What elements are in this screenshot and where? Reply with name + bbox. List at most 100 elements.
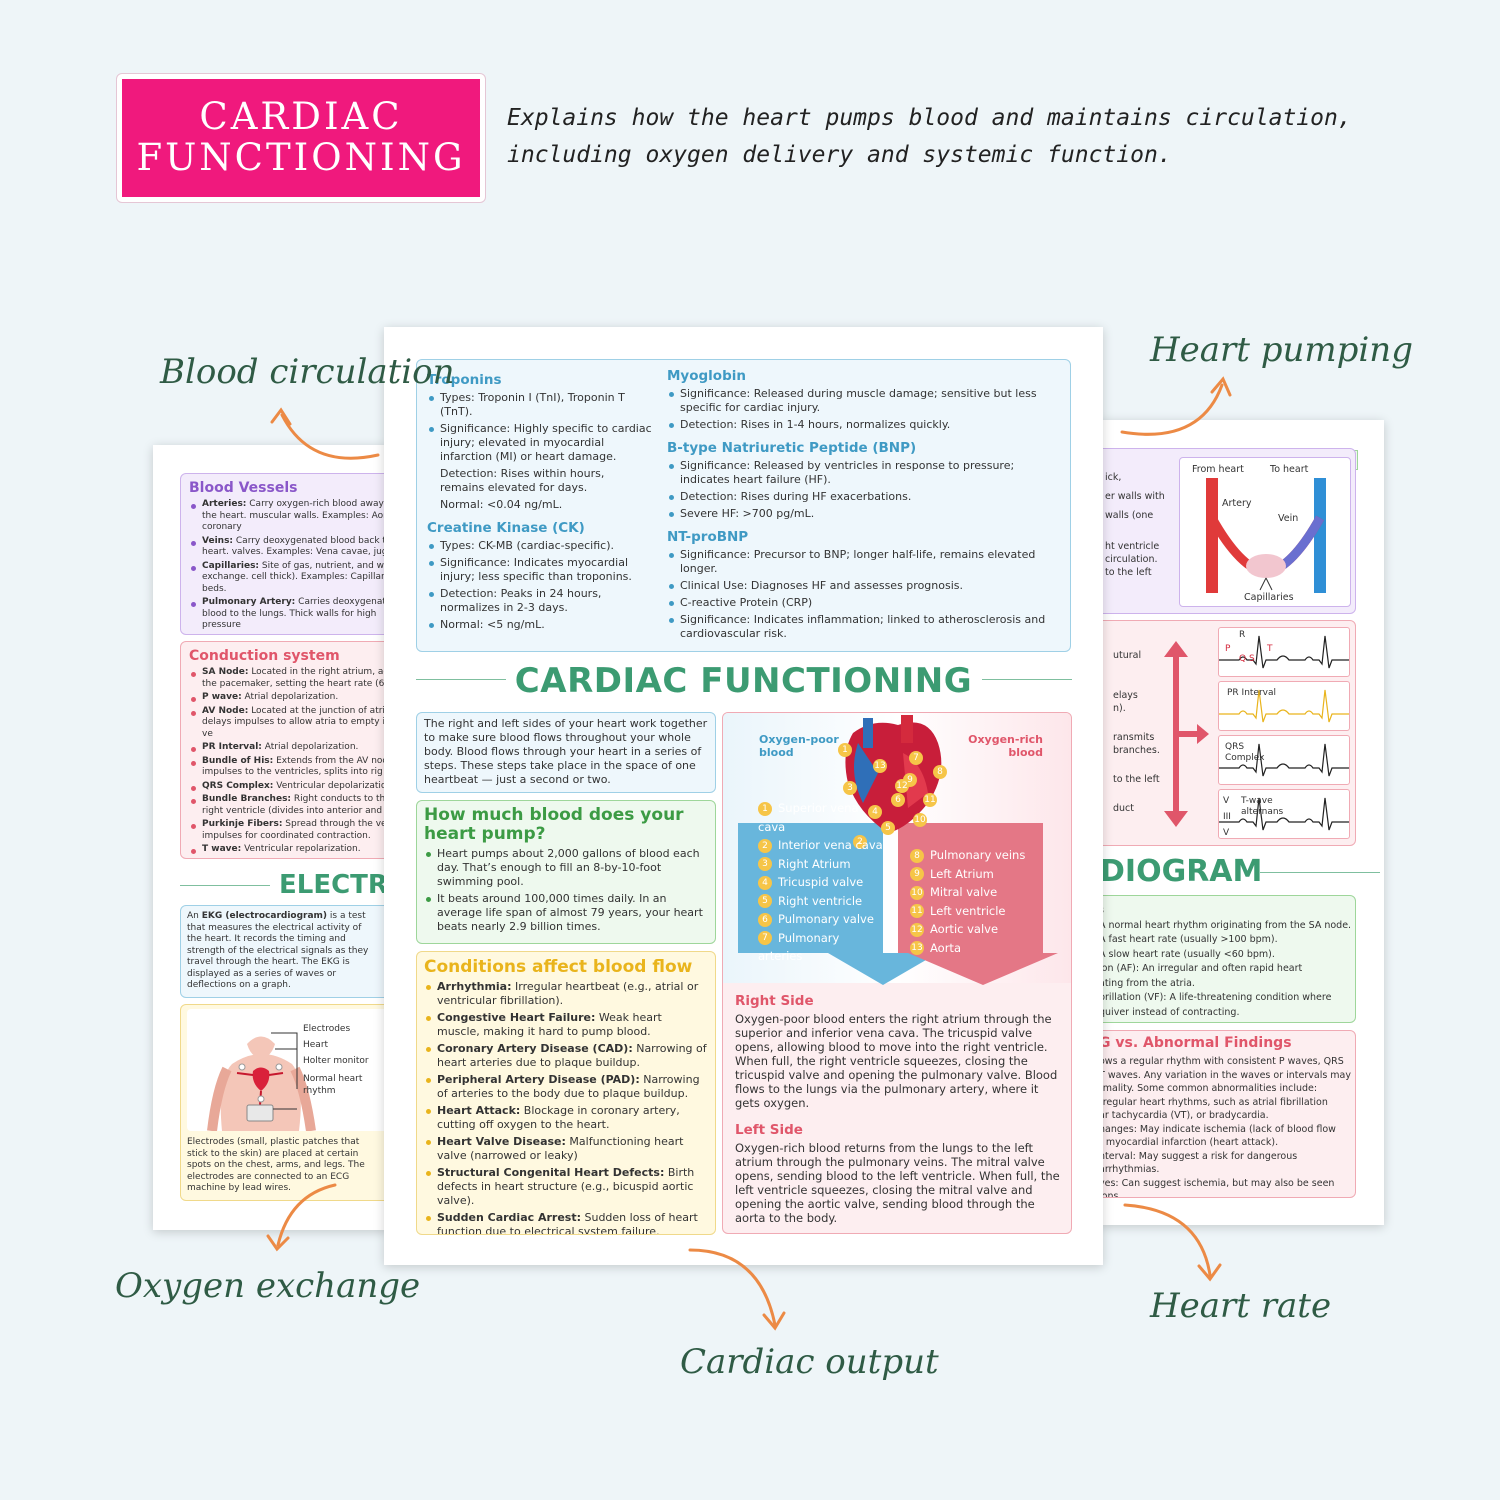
term: Capillaries: [202, 560, 260, 571]
markers-right-section: Myoglobin Significance: Released during … [667, 368, 1062, 644]
ecg-trace [1219, 797, 1349, 831]
vessel-fragments: ick, er walls with walls (one ht ventric… [1105, 471, 1165, 579]
term: Arteries: [202, 499, 247, 509]
troponins-section: Troponins Types: Troponin I (TnI), Tropo… [427, 372, 652, 635]
heart-part-label: Pulmonary valve [778, 912, 874, 926]
list-item: Structural Congenital Heart Defects: Bir… [424, 1166, 708, 1208]
heart-number-badge: 13 [873, 759, 887, 773]
electrodes-text: Electrodes (small, plastic patches that … [187, 1137, 365, 1193]
rhythm-line: A fast heart rate (usually >100 bpm). [1100, 934, 1278, 945]
term: Pulmonary Vein: [202, 634, 285, 635]
finding-line: ows a regular rhythm with consistent P w… [1100, 1056, 1344, 1067]
mfrag-3: n). [1113, 703, 1126, 714]
myoglobin-list: Significance: Released during muscle dam… [667, 387, 1062, 432]
title-tag: CARDIAC FUNCTIONING [116, 73, 486, 203]
finding-line: r myocardial infarction (heart attack). [1100, 1137, 1279, 1148]
troponins-extra: Detection: Rises within hours, remains e… [427, 467, 652, 512]
list-item: QRS Complex: Ventricular depolarizatio [189, 781, 388, 793]
ecg-label: R [1239, 630, 1246, 640]
term: T wave: [202, 844, 242, 854]
number-badge: 6 [758, 912, 772, 927]
title-line-2: FUNCTIONING [136, 136, 466, 179]
frag-5: circulation. [1105, 554, 1158, 565]
list-item: Bundle Branches: Right conducts to the r… [189, 794, 388, 817]
ecg-label: III [1223, 812, 1231, 822]
term: Coronary Artery Disease (CAD): [437, 1042, 633, 1055]
heart-number-badge: 3 [843, 781, 857, 795]
ecg-waves-box: utural elays n). ransmits branches. to t… [1100, 620, 1356, 846]
heart-number-badge: 11 [923, 793, 937, 807]
finding-line: ar tachycardia (VT), or bradycardia. [1100, 1110, 1269, 1121]
main-page: 8 Troponins Types: Troponin I (TnI), Tro… [384, 327, 1103, 1265]
finding-line: nterval: May suggest a risk for dangerou… [1100, 1150, 1298, 1176]
mfrag-6: to the left [1113, 774, 1160, 785]
body-electrodes-illustration [207, 1032, 316, 1132]
intro-box: The right and left sides of your heart w… [416, 712, 716, 793]
definition: Located at the junction of atria, delays… [202, 705, 388, 739]
list-item: Pulmonary Vein: Carries oxygenated blood… [189, 634, 388, 635]
term: Structural Congenital Heart Defects: [437, 1166, 665, 1179]
rhythm-line: A slow heart rate (usually <60 bpm). [1100, 948, 1275, 960]
rhythm-line: brillation (VF): A life-threatening cond… [1100, 992, 1332, 1003]
main-title: CARDIAC FUNCTIONING [514, 661, 973, 701]
heart-part-label: Aortic valve [930, 922, 999, 936]
ntprobnp-list: Significance: Precursor to BNP; longer h… [667, 548, 1062, 641]
pump-list: Heart pumps about 2,000 gallons of blood… [424, 847, 708, 934]
number-badge: 4 [758, 875, 772, 890]
term: Bundle Branches: [202, 794, 292, 804]
finding-line: rregular heart rhythms, such as atrial f… [1100, 1096, 1328, 1108]
ecg-label: V [1223, 828, 1230, 838]
ecg-label: QRS Complex [1225, 742, 1265, 763]
callout-cardiac-output: Cardiac output [680, 1342, 939, 1382]
definition: Narrowing of arteries to the body due to… [437, 1073, 700, 1100]
list-item: Peripheral Artery Disease (PAD): Narrowi… [424, 1073, 708, 1101]
number-badge: 8 [910, 848, 924, 863]
label-electrodes: Electrodes [303, 1024, 351, 1034]
rhythm-line: quiver instead of contracting. [1100, 1006, 1240, 1018]
ecg-label: S [1249, 654, 1255, 664]
number-badge: 7 [758, 931, 772, 945]
ekg-bold: EKG (electrocardiogram) [201, 911, 328, 921]
mfrag-1: utural [1113, 650, 1142, 661]
ekg-figure: Electrodes Heart Holter monitor Normal h… [187, 1009, 388, 1132]
term: SA Node: [202, 667, 249, 677]
heart-number-badge: 12 [895, 779, 909, 793]
heart-number-badge: 1 [838, 743, 852, 757]
number-badge: 1 [758, 801, 772, 816]
rhythm-line: ion (AF): An irregular and often rapid h… [1100, 963, 1303, 974]
list-item: Purkinje Fibers: Spread through the ve i… [189, 819, 388, 842]
conditions-box: Conditions affect blood flow Arrhythmia:… [416, 951, 716, 1235]
list-item: SA Node: Located in the right atrium, ac… [189, 667, 388, 690]
left-side-text: Oxygen-rich blood returns from the lungs… [735, 1141, 1060, 1225]
heart-part-label: Superior vena cava [758, 801, 859, 834]
definition: Irregular heartbeat (e.g., atrial or ven… [437, 980, 699, 1007]
ekg-pre: An [187, 911, 202, 921]
list-item: PR Interval: Atrial depolarization. [189, 742, 388, 754]
label-normal-rhythm: Normal heart rhythm [303, 1074, 363, 1096]
conditions-list: Arrhythmia: Irregular heartbeat (e.g., a… [424, 980, 708, 1234]
number-badge: 2 [758, 838, 772, 853]
troponins-normal: Normal: <0.04 ng/mL. [440, 498, 563, 511]
right-page: 9 ick, er walls with walls (one ht ventr… [1100, 420, 1384, 1225]
list-item: Detection: Rises in 1-4 hours, normalize… [667, 418, 1062, 432]
blood-vessels-box: Blood Vessels Arteries: Carry oxygen-ric… [180, 473, 388, 635]
list-item: Congestive Heart Failure: Weak heart mus… [424, 1011, 708, 1039]
rhythm-box: sA normal heart rhythm originating from … [1100, 895, 1356, 1023]
electrodes-box: Electrodes Heart Holter monitor Normal h… [180, 1004, 388, 1201]
heart-number-badge: 5 [881, 821, 895, 835]
list-item: Sudden Cardiac Arrest: Sudden loss of he… [424, 1211, 708, 1234]
ecg-label: P [1225, 644, 1231, 654]
title-rule-left [416, 679, 506, 680]
definition: Atrial depolarization. [261, 742, 359, 752]
number-badge: 13 [910, 941, 924, 955]
rhythm-line: s [1100, 904, 1355, 919]
vein-label: Vein [1278, 513, 1299, 524]
mfrag-4: ransmits [1113, 732, 1155, 743]
heart-number-badge: 7 [909, 751, 923, 765]
